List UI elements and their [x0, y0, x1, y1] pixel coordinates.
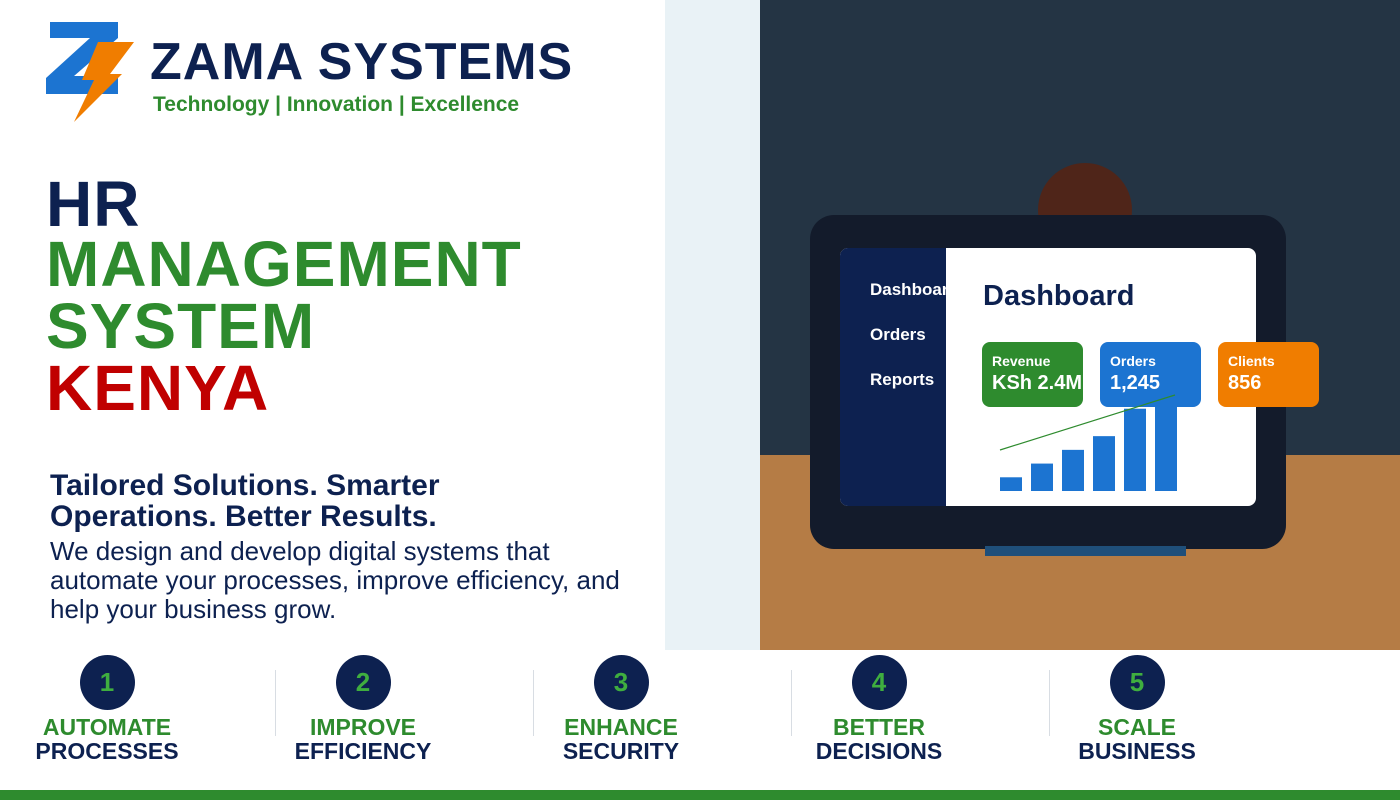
dashboard-bar-chart [999, 394, 1177, 491]
chart-bar [1093, 436, 1115, 491]
step-number: 4 [851, 655, 907, 710]
chart-bar [1155, 395, 1177, 491]
step-divider [1049, 670, 1050, 736]
step-subtitle: SECURITY [562, 738, 680, 764]
step-title: SCALE [1098, 714, 1176, 740]
description-text: We design and develop digital systems th… [50, 536, 620, 624]
brand-tagline: Technology | Innovation | Excellence [153, 93, 520, 116]
headline-line-4: KENYA [46, 352, 270, 424]
revenue-card: Revenue KSh 2.4M [982, 342, 1083, 407]
sidebar-item-orders[interactable]: Orders [870, 325, 926, 344]
step-number: 5 [1109, 655, 1165, 710]
chart-bar [1000, 477, 1022, 491]
revenue-value: KSh 2.4M [992, 372, 1083, 394]
step-title: AUTOMATE [42, 714, 172, 740]
step-number: 2 [335, 655, 391, 710]
step-subtitle: BUSINESS [1078, 738, 1196, 764]
step-scale: 5 SCALE BUSINESS [1032, 655, 1242, 763]
revenue-label: Revenue [992, 353, 1051, 369]
step-number: 3 [593, 655, 649, 710]
clients-label: Clients [1228, 353, 1275, 369]
clients-card: Clients 856 [1218, 342, 1319, 407]
headline-line-1: HR [46, 168, 141, 240]
headline-line-2: MANAGEMENT [46, 228, 522, 300]
step-number: 1 [79, 655, 135, 710]
zama-logo-icon [44, 18, 136, 122]
step-title: IMPROVE [309, 714, 417, 740]
chart-trend-line [999, 394, 1176, 451]
step-subtitle: DECISIONS [815, 738, 943, 764]
chart-bar [1124, 408, 1146, 491]
monitor-stand [985, 546, 1186, 556]
chart-bar [1062, 449, 1084, 491]
step-enhance: 3 ENHANCE SECURITY [516, 655, 726, 763]
orders-value: 1,245 [1110, 372, 1161, 394]
step-title: ENHANCE [564, 714, 678, 740]
orders-label: Orders [1110, 353, 1156, 369]
value-tagline: Tailored Solutions. Smarter Operations. … [50, 469, 440, 533]
sidebar-item-dashboard[interactable]: Dashboard [870, 280, 946, 299]
sidebar-item-reports[interactable]: Reports [870, 370, 935, 389]
step-subtitle: PROCESSES [35, 738, 179, 764]
step-divider [533, 670, 534, 736]
step-subtitle: EFFICIENCY [294, 738, 432, 764]
step-better: 4 BETTER DECISIONS [774, 655, 984, 763]
step-automate: 1 AUTOMATE PROCESSES [2, 655, 212, 763]
step-divider [275, 670, 276, 736]
chart-bar [1031, 463, 1053, 491]
dashboard-title: Dashboard [983, 280, 1135, 312]
step-divider [791, 670, 792, 736]
brand-name: ZAMA SYSTEMS [150, 33, 574, 91]
step-title: BETTER [833, 714, 925, 740]
clients-value: 856 [1228, 372, 1262, 394]
headline-line-3: SYSTEM [46, 290, 316, 362]
bottom-accent-bar [0, 790, 1400, 800]
step-improve: 2 IMPROVE EFFICIENCY [258, 655, 468, 763]
dashboard-sidebar: Dashboard Orders Reports [840, 248, 946, 506]
background-strip [665, 0, 760, 650]
orders-card: Orders 1,245 [1100, 342, 1201, 407]
